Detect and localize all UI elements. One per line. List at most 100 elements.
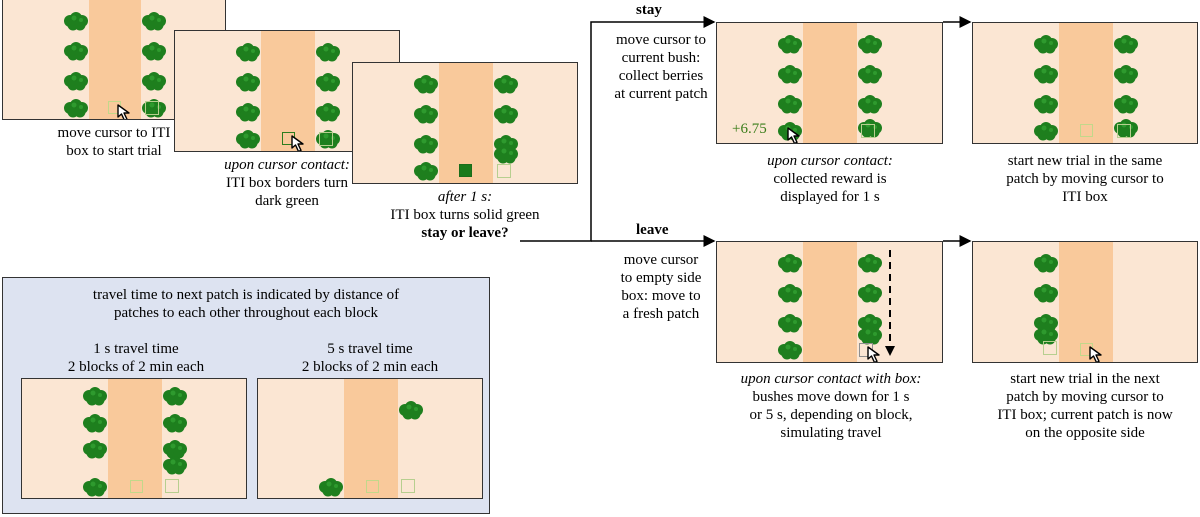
cursor-icon <box>291 135 307 152</box>
bush-icon <box>493 145 519 165</box>
side-box[interactable] <box>145 101 159 115</box>
stay-label: stay <box>636 2 662 18</box>
bush-icon <box>413 162 439 182</box>
bush-icon <box>82 440 108 460</box>
bush-icon <box>141 12 167 32</box>
path <box>1059 23 1113 143</box>
bush-icon <box>82 414 108 434</box>
leave-next-caption: start new trial in the next patch by mov… <box>997 371 1173 441</box>
bush-icon <box>777 341 803 361</box>
bush-icon <box>777 65 803 85</box>
leave-label: leave <box>636 222 669 238</box>
bush-icon <box>1113 65 1139 85</box>
cursor-icon <box>117 104 133 120</box>
reward-value: +6.75 <box>732 121 767 137</box>
bush-icon <box>398 401 424 421</box>
bush-icon <box>315 103 341 123</box>
travel-title: travel time to next patch is indicated b… <box>92 287 400 321</box>
stay-note: move cursor to current bush: collect ber… <box>614 32 708 102</box>
travel-time-infobox: travel time to next patch is indicated b… <box>2 277 490 514</box>
path <box>89 0 141 119</box>
step3-caption: after 1 s: ITI box turns solid green sta… <box>390 189 540 241</box>
bush-icon <box>63 12 89 32</box>
long-travel-panel <box>257 378 483 499</box>
bush-icon <box>1033 254 1059 274</box>
leave-travel-panel <box>716 241 943 363</box>
scene-panel-3 <box>352 62 578 184</box>
short-travel-panel <box>21 378 247 499</box>
iti-box[interactable] <box>459 164 472 177</box>
bush-icon <box>82 478 108 498</box>
path <box>261 31 315 151</box>
bush-icon <box>777 314 803 334</box>
bush-icon <box>413 105 439 125</box>
side-box[interactable] <box>165 479 179 493</box>
bush-icon <box>162 387 188 407</box>
side-box[interactable] <box>1043 341 1057 355</box>
path <box>344 379 398 498</box>
bush-icon <box>235 73 261 93</box>
bush-icon <box>1033 65 1059 85</box>
bush-icon <box>235 103 261 123</box>
bush-icon <box>777 35 803 55</box>
bush-icon <box>857 65 883 85</box>
path <box>439 63 493 183</box>
stay-next-panel <box>972 22 1198 144</box>
leave-next-panel <box>972 241 1198 363</box>
bush-icon <box>315 43 341 63</box>
bush-icon <box>235 130 261 150</box>
side-box[interactable] <box>1117 124 1131 138</box>
short-travel-label: 1 s travel time 2 blocks of 2 min each <box>67 341 205 375</box>
side-box[interactable] <box>861 124 875 138</box>
leave-caption: upon cursor contact with box: bushes mov… <box>740 371 922 441</box>
bush-icon <box>141 72 167 92</box>
bush-icon <box>162 414 188 434</box>
bush-icon <box>63 99 89 119</box>
side-box[interactable] <box>497 164 511 178</box>
stay-reward-panel: +6.75 <box>716 22 943 144</box>
leave-note: move cursor to empty side box: move to a… <box>620 252 702 322</box>
cursor-icon <box>1089 346 1105 363</box>
bush-icon <box>82 387 108 407</box>
bush-icon <box>1033 35 1059 55</box>
bush-icon <box>777 254 803 274</box>
bush-icon <box>857 284 883 304</box>
iti-box[interactable] <box>130 480 143 493</box>
bush-icon <box>857 254 883 274</box>
bush-icon <box>1033 284 1059 304</box>
bush-icon <box>857 35 883 55</box>
bush-icon <box>777 284 803 304</box>
path <box>108 379 162 498</box>
step2-caption: upon cursor contact: ITI box borders tur… <box>224 157 350 209</box>
bush-icon <box>315 73 341 93</box>
bush-icon <box>162 456 188 476</box>
iti-box[interactable] <box>1080 124 1093 137</box>
side-box[interactable] <box>401 479 415 493</box>
step1-caption: move cursor to ITI box to start trial <box>57 125 171 159</box>
bush-icon <box>63 72 89 92</box>
bush-icon <box>1113 35 1139 55</box>
bush-icon <box>141 42 167 62</box>
bush-icon <box>63 42 89 62</box>
path <box>1059 242 1113 362</box>
long-travel-label: 5 s travel time 2 blocks of 2 min each <box>301 341 439 375</box>
stay-caption: upon cursor contact: collected reward is… <box>767 153 893 205</box>
bush-icon <box>413 75 439 95</box>
bush-icon <box>1113 95 1139 115</box>
iti-box[interactable] <box>366 480 379 493</box>
stay-next-caption: start new trial in the same patch by mov… <box>1006 153 1164 205</box>
bush-icon <box>1033 95 1059 115</box>
side-box[interactable] <box>319 132 333 146</box>
bush-icon <box>777 95 803 115</box>
bush-icon <box>1033 122 1059 142</box>
cursor-icon <box>787 127 803 144</box>
bush-icon <box>318 478 344 498</box>
path <box>803 242 857 362</box>
bush-icon <box>857 95 883 115</box>
path <box>803 23 857 143</box>
cursor-icon <box>867 346 883 363</box>
bush-icon <box>235 43 261 63</box>
bush-icon <box>493 75 519 95</box>
bush-icon <box>413 135 439 155</box>
bush-icon <box>493 105 519 125</box>
